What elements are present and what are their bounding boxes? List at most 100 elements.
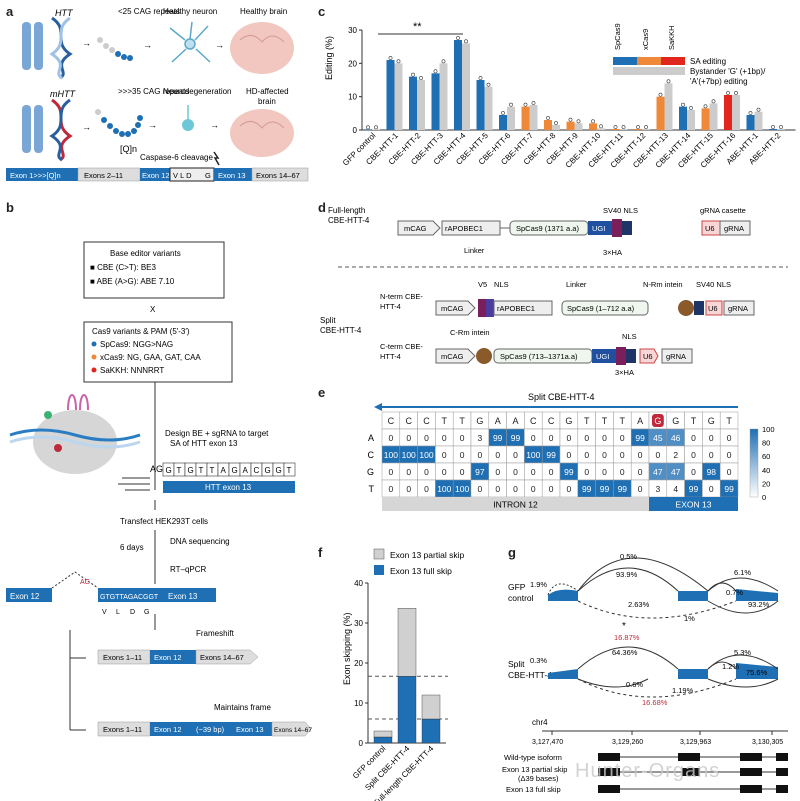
c-point <box>546 116 550 120</box>
design-label-2: SA of HTT exon 13 <box>170 439 238 448</box>
c-point <box>486 82 491 87</box>
e-cell-value: 0 <box>424 484 429 494</box>
linker: Linker <box>464 246 485 255</box>
e-cell-value: 0 <box>549 433 554 443</box>
e-cell-value: 0 <box>460 450 465 460</box>
tx2-exon12: Exon 12 <box>154 725 182 734</box>
split-val-5: 75.6% <box>746 668 768 677</box>
gfp-val-6: 93.2% <box>748 600 770 609</box>
seq-base: G <box>276 466 282 475</box>
spcas9-label: SpCas9: NGG>NAG <box>100 340 173 349</box>
c-bar-bystander <box>462 43 470 131</box>
e-cell-value: 0 <box>549 467 554 477</box>
linker-2: Linker <box>566 280 587 289</box>
rapobec: rAPOBEC1 <box>445 224 483 233</box>
c-point <box>478 76 483 80</box>
c-bar-bystander <box>754 111 763 130</box>
frameshift-label: Frameshift <box>196 629 235 638</box>
gfp-val-4: 6.1% <box>734 568 751 577</box>
e-cell-value: 0 <box>620 467 625 477</box>
aa-d: D <box>130 609 135 616</box>
e-col-header: A <box>495 416 501 426</box>
c-legend: SpCas9 xCas9 SaKKH SA editing Bystander … <box>613 23 766 86</box>
e-cell-value: 99 <box>618 484 628 494</box>
e-cell-value: 99 <box>511 433 521 443</box>
tx2-exon13: Exon 13 <box>236 725 264 734</box>
c-point <box>726 91 730 95</box>
transfect-label: Transfect HEK293T cells <box>120 517 208 526</box>
lightning-icon <box>213 151 220 166</box>
e-col-header: C <box>388 416 395 426</box>
xcas9-label: xCas9: NG, GAA, GAT, CAA <box>100 353 201 362</box>
seq-base: A <box>243 466 249 475</box>
c-point <box>599 124 603 129</box>
tx2-deletion: (−39 bp) <box>196 725 225 734</box>
panel-letter-d: d <box>318 200 326 215</box>
split-val-1: 0.3% <box>530 656 547 665</box>
e-cell-value: 0 <box>460 433 465 443</box>
c-bar-bystander <box>574 123 583 130</box>
c-ytick-label: 10 <box>348 93 357 102</box>
e-cell-value: 99 <box>600 484 610 494</box>
seq-base: G <box>232 466 238 475</box>
full-length-construct: mCAG rAPOBEC1 SpCas9 (1371 a.a) UGI SV40… <box>397 206 638 257</box>
e-cell-value: 0 <box>495 450 500 460</box>
split-val-7: 1.19% <box>672 686 694 695</box>
c-bar-sa <box>746 115 755 130</box>
gfp-val-8: 1% <box>684 614 695 623</box>
exon13-small: Exon 13 <box>168 592 198 601</box>
c-bar-sa <box>724 95 732 130</box>
e-cell-value: 100 <box>384 450 398 460</box>
tx2-exons14-67: Exons 14–67 <box>274 727 312 734</box>
c-point <box>689 106 693 110</box>
panel-letter-f: f <box>318 545 323 560</box>
arrow: → <box>143 40 152 50</box>
arrow: → <box>210 120 219 130</box>
base-editor-variants-box: Base editor variants ■ CBE (C>T): BE3 ■ … <box>83 241 225 299</box>
f-ytick-label: 10 <box>354 699 363 708</box>
brain-label-1: Healthy brain <box>240 7 287 16</box>
q-label: [Q]n <box>120 144 137 154</box>
c-point <box>681 102 685 107</box>
c-point <box>388 56 393 60</box>
legend-full: Exon 13 full skip <box>390 566 452 576</box>
e-cell-value: 0 <box>424 433 429 443</box>
e-cell-value: 99 <box>724 484 734 494</box>
e-cell-value: 0 <box>531 467 536 477</box>
e-cell-value: 100 <box>437 484 451 494</box>
c-bar-bystander <box>597 128 605 130</box>
watermark-text: Hunter-Organs <box>575 760 721 782</box>
gfp-val-7: 2.63% <box>628 600 650 609</box>
e-col-header: C <box>530 416 537 426</box>
e-cell-value: 0 <box>478 484 483 494</box>
g-gfp-2: control <box>508 593 534 603</box>
repeats-label-2: >>>35 CAG repeats <box>118 87 189 96</box>
nrm-intein: N-Rm intein <box>643 280 683 289</box>
e-cell-value: 99 <box>689 484 699 494</box>
maintains-label: Maintains frame <box>214 703 271 712</box>
e-cell-value: 0 <box>602 433 607 443</box>
e-colorbar <box>749 428 759 498</box>
e-colorbar-tick: 0 <box>762 493 766 502</box>
e-cell-value: 0 <box>513 484 518 494</box>
splice-diagram: Exon 12 AG GTGTTAGACGGT Exon 13 V L D G <box>6 571 216 616</box>
e-colorbar-tick: 80 <box>762 439 770 448</box>
c-point <box>509 102 513 107</box>
e-row-label: T <box>369 484 375 494</box>
e-cell-value: 0 <box>620 433 625 443</box>
c-bar-sa <box>544 120 552 130</box>
panel-letter-b: b <box>6 200 14 215</box>
e-col-header: C <box>548 416 555 426</box>
e-cell-value: 0 <box>478 450 483 460</box>
c-point <box>711 99 716 104</box>
c-point <box>396 59 401 64</box>
frameshift-transcript: Exons 1–11 Exon 12 Exons 14–67 <box>97 649 259 665</box>
cbe-label: ■ CBE (C>T): BE3 <box>90 263 157 272</box>
chr-label: chr4 <box>532 718 548 727</box>
c-bar-bystander <box>732 95 740 130</box>
e-cell-value: 0 <box>620 450 625 460</box>
e-cell-value: 99 <box>564 467 574 477</box>
gfp-val-2: 0.5% <box>620 552 637 561</box>
mcag: mCAG <box>441 304 464 313</box>
c-bar-bystander <box>777 129 785 130</box>
